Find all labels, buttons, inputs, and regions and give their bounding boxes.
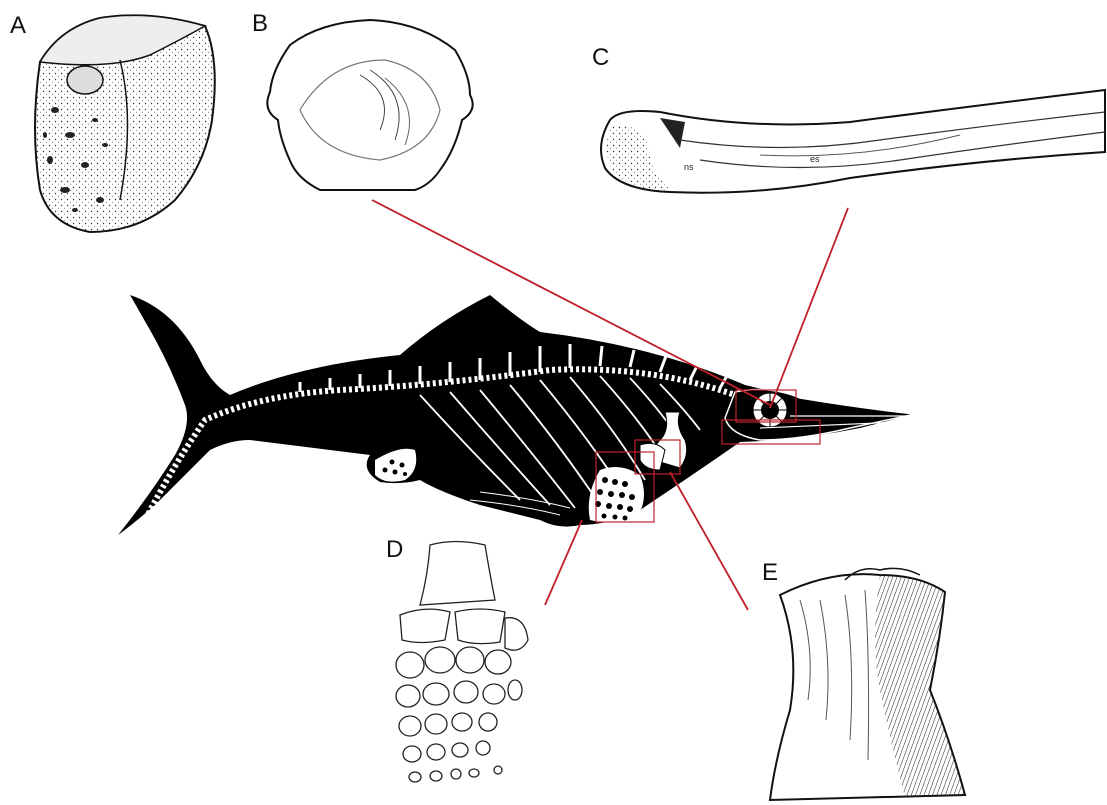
leader-line-d — [545, 520, 582, 605]
panel-b-vertebra-drawing — [267, 20, 472, 190]
panel-c-annotation-ns: ns — [684, 162, 694, 172]
panel-c-annotation-es: es — [810, 154, 820, 164]
panel-c-rostrum-drawing: ns es — [601, 90, 1105, 193]
leader-line-e — [670, 472, 748, 610]
panel-a-vertebra-drawing — [35, 15, 215, 232]
panel-e-humerus-drawing — [770, 568, 965, 800]
panel-d-forefin-drawing — [396, 542, 528, 783]
leader-line-c — [770, 208, 848, 408]
